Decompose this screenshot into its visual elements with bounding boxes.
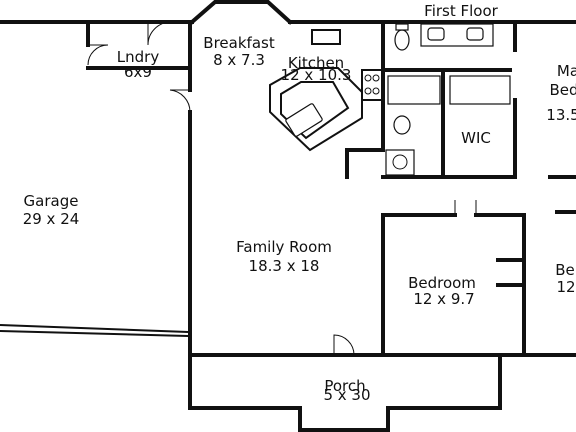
bedroom-dims: 12 x 9.7 — [413, 290, 474, 308]
porch-dims: 5 x 30 — [323, 386, 370, 404]
kitchen-dims: 12 x 10.3 — [281, 66, 352, 84]
bathtub-icon-2 — [449, 75, 511, 105]
toilet-icon — [394, 29, 410, 51]
master-label-2: Bed — [549, 81, 576, 99]
wic-label: WIC — [461, 129, 491, 147]
breakfast-label: Breakfast — [203, 34, 275, 52]
kitchen-island — [269, 29, 383, 152]
laundry-dims: 6x9 — [124, 63, 152, 81]
master-label: Ma — [557, 62, 576, 80]
shower-icon — [385, 149, 415, 176]
stove-icon — [361, 69, 383, 101]
family-room-dims: 18.3 x 18 — [249, 257, 320, 275]
bathtub-icon — [387, 75, 441, 105]
bedroom2-label: Be — [555, 261, 575, 279]
porch-label: Porch — [324, 377, 365, 395]
floor-title: First Floor — [424, 2, 498, 20]
laundry-label: Lndry — [117, 48, 160, 66]
bedroom2-dims: 12 — [556, 278, 575, 296]
garage-label: Garage — [24, 192, 79, 210]
bathroom-fixtures — [385, 23, 511, 176]
breakfast-dims: 8 x 7.3 — [213, 51, 265, 69]
family-room-label: Family Room — [236, 238, 332, 256]
sink-icon — [285, 103, 323, 137]
door-swings — [87, 21, 477, 356]
toilet-icon-2 — [393, 115, 411, 135]
kitchen-label: Kitchen — [288, 54, 344, 72]
garage-dims: 29 x 24 — [23, 210, 80, 228]
refrigerator-icon — [311, 29, 341, 45]
master-dims: 13.5 — [546, 106, 576, 124]
bedroom-label: Bedroom — [408, 274, 476, 292]
